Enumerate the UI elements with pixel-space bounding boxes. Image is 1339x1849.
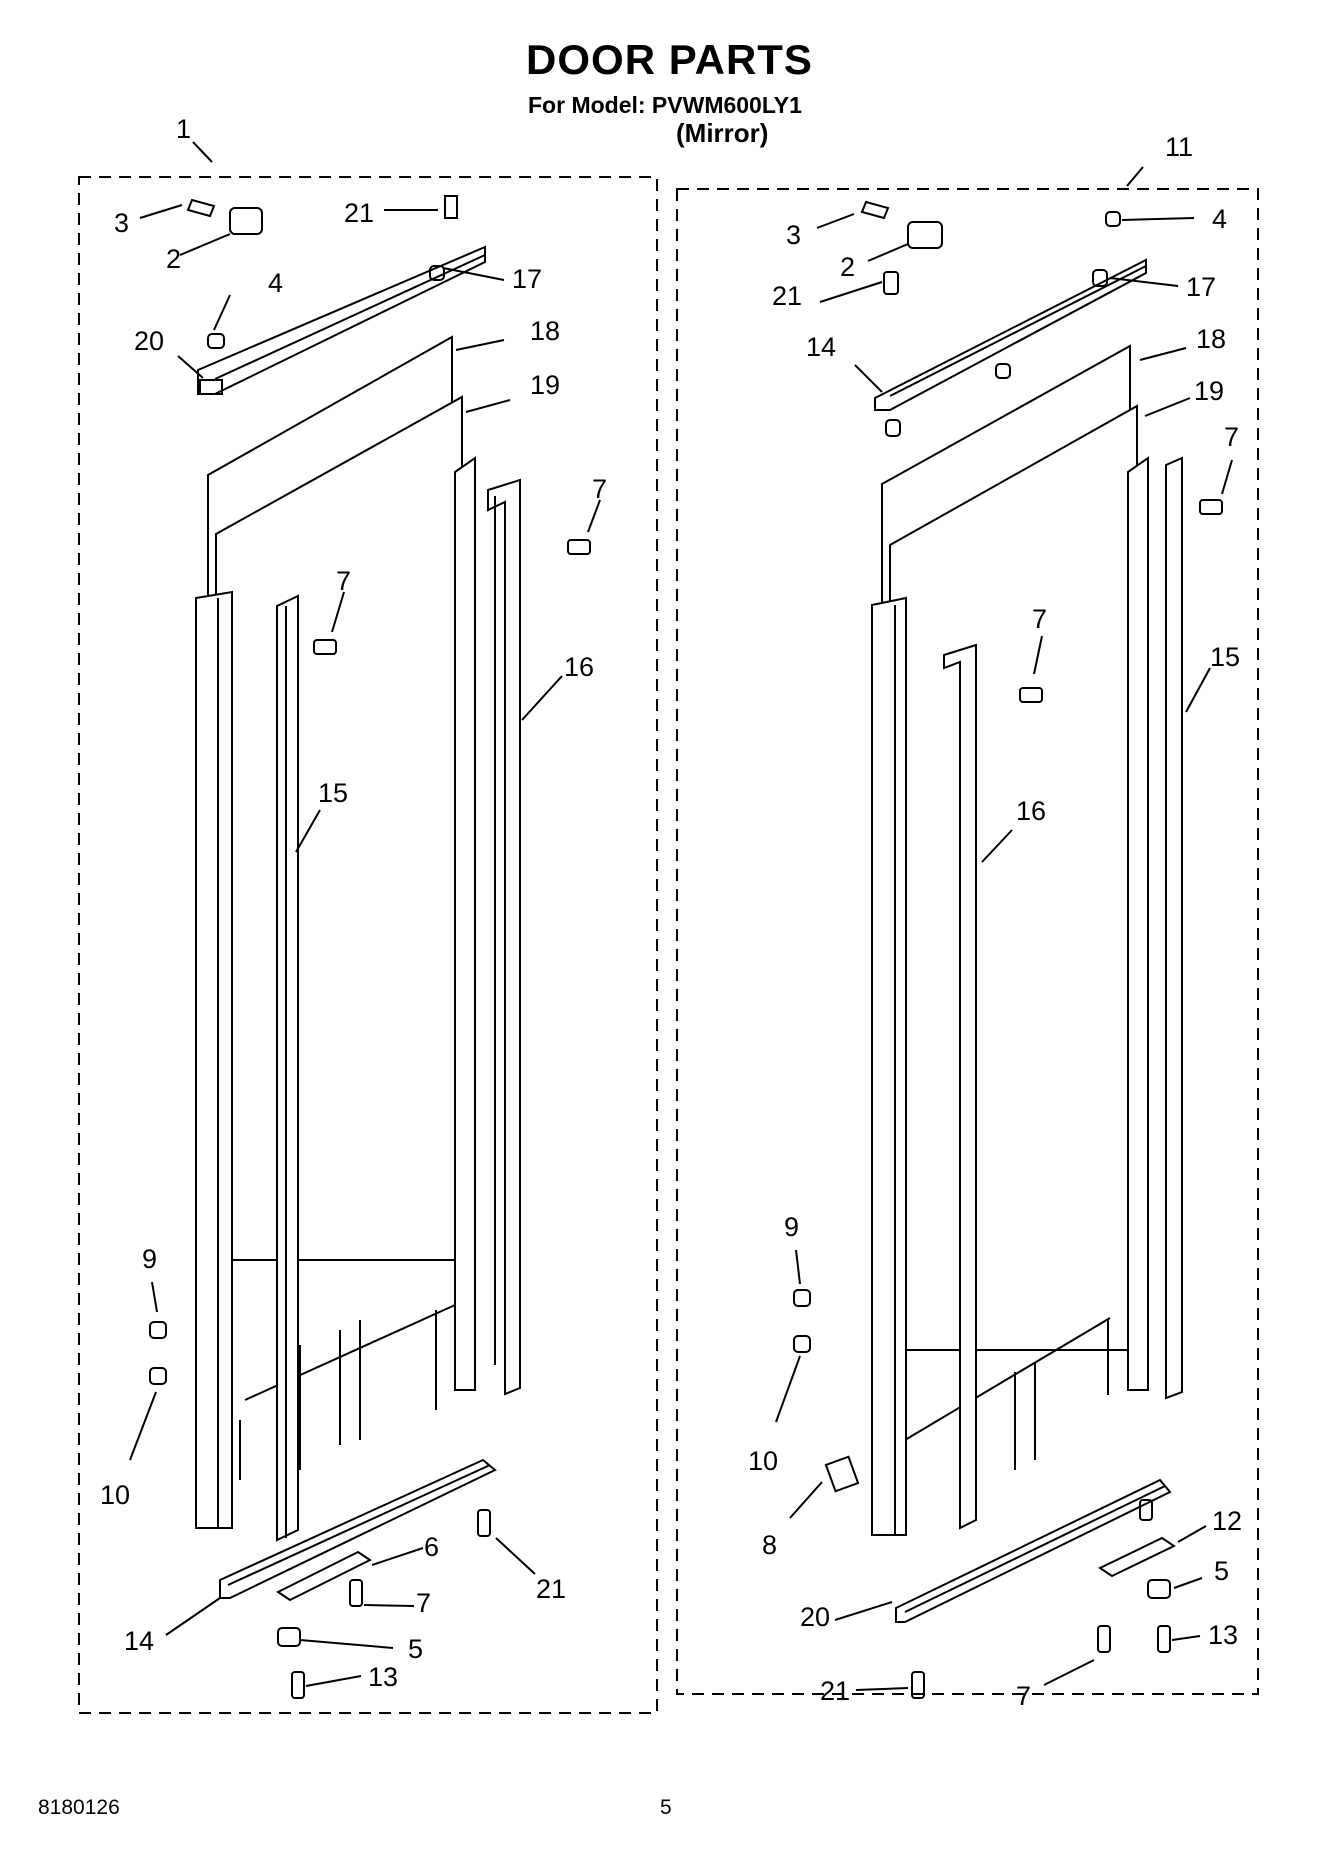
callout-left-9: 9 bbox=[142, 1244, 157, 1274]
callout-right-10: 10 bbox=[748, 1446, 778, 1476]
callout-left-16: 16 bbox=[564, 652, 594, 682]
callout-left-13: 13 bbox=[368, 1662, 398, 1692]
callout-left-7: 7 bbox=[416, 1588, 431, 1618]
callout-right-14: 14 bbox=[806, 332, 836, 362]
callout-right-13: 13 bbox=[1208, 1620, 1238, 1650]
leader-lines bbox=[129, 141, 1233, 1691]
callout-right-16: 16 bbox=[1016, 796, 1046, 826]
page-number: 5 bbox=[660, 1796, 672, 1819]
callout-left-7: 7 bbox=[336, 566, 351, 596]
callout-left-2: 2 bbox=[166, 244, 181, 274]
callout-right-15: 15 bbox=[1210, 642, 1240, 672]
callout-left-10: 10 bbox=[100, 1480, 130, 1510]
callout-left-14: 14 bbox=[124, 1626, 154, 1656]
page-title: DOOR PARTS bbox=[526, 36, 813, 83]
callout-right-7: 7 bbox=[1224, 422, 1239, 452]
callout-right-19: 19 bbox=[1194, 376, 1224, 406]
callout-left-5: 5 bbox=[408, 1634, 423, 1664]
callout-right-5: 5 bbox=[1214, 1556, 1229, 1586]
left-door-drawing bbox=[149, 195, 591, 1699]
callout-right-4: 4 bbox=[1212, 204, 1227, 234]
callout-left-4: 4 bbox=[268, 268, 283, 298]
callout-left-20: 20 bbox=[134, 326, 164, 356]
callout-right-3: 3 bbox=[786, 220, 801, 250]
callout-left-3: 3 bbox=[114, 208, 129, 238]
callout-left-18: 18 bbox=[530, 316, 560, 346]
right-assembly-boundary bbox=[676, 188, 1259, 1695]
callout-right-12: 12 bbox=[1212, 1506, 1242, 1536]
document-number: 8180126 bbox=[38, 1796, 120, 1819]
model-line: For Model: PVWM600LY1 bbox=[528, 92, 802, 118]
callout-right-7: 7 bbox=[1032, 604, 1047, 634]
left-assembly-boundary bbox=[78, 176, 658, 1714]
callout-left-6: 6 bbox=[424, 1532, 439, 1562]
callout-right-21: 21 bbox=[772, 281, 802, 311]
callout-right-21: 21 bbox=[820, 1676, 850, 1706]
callout-right-2: 2 bbox=[840, 252, 855, 282]
callout-left-19: 19 bbox=[530, 370, 560, 400]
variant-label: (Mirror) bbox=[676, 118, 769, 148]
callout-right-8: 8 bbox=[762, 1530, 777, 1560]
right-door-drawing bbox=[793, 200, 1223, 1699]
callout-right-17: 17 bbox=[1186, 272, 1216, 302]
callout-left-7: 7 bbox=[592, 474, 607, 504]
callout-left-21: 21 bbox=[344, 198, 374, 228]
callout-left-17: 17 bbox=[512, 264, 542, 294]
callout-right-20: 20 bbox=[800, 1602, 830, 1632]
callout-left-1: 1 bbox=[176, 114, 191, 144]
callout-left-15: 15 bbox=[318, 778, 348, 808]
callout-right-7: 7 bbox=[1016, 1681, 1031, 1711]
callout-right-9: 9 bbox=[784, 1212, 799, 1242]
callout-right-11: 11 bbox=[1165, 132, 1193, 162]
callout-left-21: 21 bbox=[536, 1574, 566, 1604]
callout-right-18: 18 bbox=[1196, 324, 1226, 354]
